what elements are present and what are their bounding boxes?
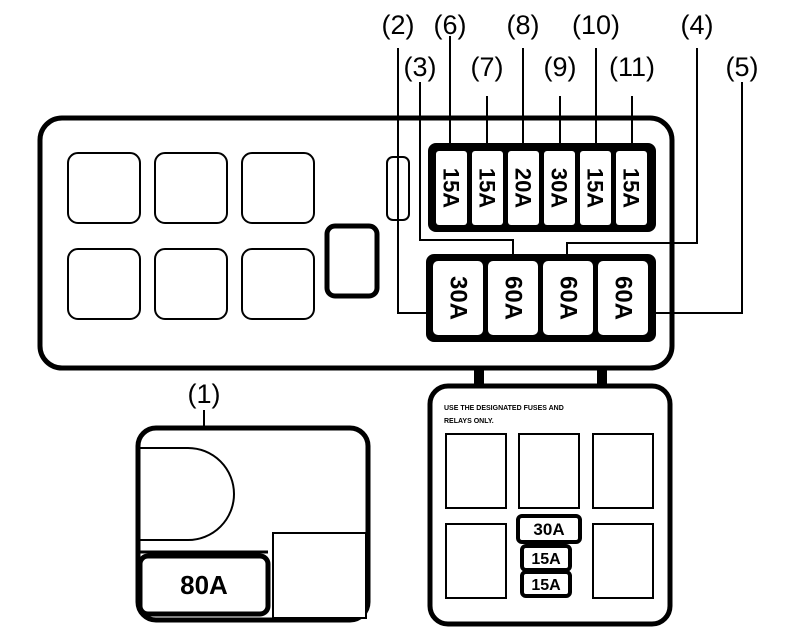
relay-box-note-line2: RELAYS ONLY. [444,418,494,425]
small-fuses: 15A 15A 20A 30A 15A 15A [436,151,647,225]
relay-socket [241,152,315,224]
relay-socket [445,433,507,509]
callout-5: (5) [726,52,759,82]
relay-box-fuse-label: 30A [533,520,564,539]
callout-10: (10) [572,10,620,40]
relay-box-connector [597,366,607,388]
relay-box-connector [474,366,484,388]
main-fuse-label: 80A [180,570,228,600]
small-fuse [472,151,503,225]
main-fuse [137,553,271,617]
relay-socket [67,248,141,320]
callout-8: (8) [507,10,540,40]
small-fuse-label: 20A [511,168,536,208]
relay-socket [445,523,507,599]
relay-socket [241,248,315,320]
relay-box-sockets [445,433,654,599]
relay-box-note-line1: USE THE DESIGNATED FUSES AND [444,405,564,412]
callout-2: (2) [382,10,415,40]
leader-line-2 [397,48,430,314]
relay-sockets [67,152,315,320]
relay-box-fuse [516,514,582,544]
relay-socket [592,523,654,599]
relay-socket [154,152,228,224]
large-fuse [488,261,538,335]
large-fuse-label: 30A [445,276,472,320]
relay-box-fuse [520,570,572,598]
callout-1: (1) [188,379,221,409]
large-fuse-label: 60A [555,276,582,320]
callout-labels: (2) (6) (8) (10) (4) (3) (7) (9) (11) (5… [188,10,759,409]
large-fuse-label: 60A [610,276,637,320]
small-fuse-label: 15A [475,168,500,208]
large-fuse [433,261,483,335]
relay-socket [154,248,228,320]
leader-line-5 [648,82,743,314]
callout-6: (6) [434,10,467,40]
leader-line-3 [419,82,514,256]
small-fuse-label: 15A [583,168,608,208]
large-fuse [543,261,593,335]
callout-7: (7) [471,52,504,82]
battery-terminal-cover [140,447,235,541]
relay-socket [518,433,580,509]
small-fuse [544,151,575,225]
large-fuse-label: 60A [500,276,527,320]
large-fuse [598,261,648,335]
relay-socket [592,433,654,509]
small-fuse [508,151,539,225]
relay-box-fuse-label: 15A [531,577,561,594]
large-fuses: 30A 60A 60A 60A [433,261,648,335]
small-fuse-label: 15A [439,168,464,208]
callout-9: (9) [544,52,577,82]
small-fuse [580,151,611,225]
callout-3: (3) [404,52,437,82]
connector-block [324,223,380,299]
small-fuse [616,151,647,225]
callout-11: (11) [609,52,655,82]
leader-line-4 [566,48,698,256]
relay-box-fuses: 30A 15A 15A [516,514,582,598]
small-fuse-label: 15A [619,168,644,208]
small-fuse [436,151,467,225]
relay-box-fuse-label: 15A [531,551,561,568]
small-fuse-label: 30A [547,168,572,208]
terminal-area [272,532,367,619]
relay-socket [67,152,141,224]
callout-4: (4) [681,10,714,40]
